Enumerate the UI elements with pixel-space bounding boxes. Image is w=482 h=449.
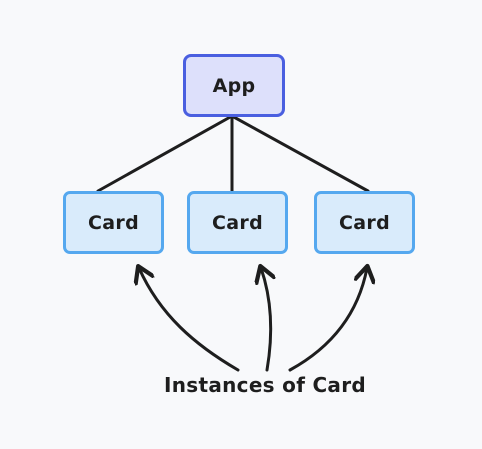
instances-caption: Instances of Card (163, 373, 367, 397)
arrow-to-card-1 (139, 268, 240, 372)
edge-app-card-1 (96, 114, 234, 193)
arrow-to-card-2 (261, 268, 271, 372)
card-node-3: Card (314, 191, 415, 254)
card-node-label: Card (339, 211, 390, 234)
card-node-label: Card (88, 211, 139, 234)
edge-app-card-3 (230, 114, 370, 193)
app-node: App (183, 54, 285, 117)
card-node-2: Card (187, 191, 288, 254)
arrow-to-card-3 (288, 268, 367, 372)
app-node-label: App (212, 74, 256, 97)
card-node-label: Card (212, 211, 263, 234)
card-node-1: Card (63, 191, 164, 254)
